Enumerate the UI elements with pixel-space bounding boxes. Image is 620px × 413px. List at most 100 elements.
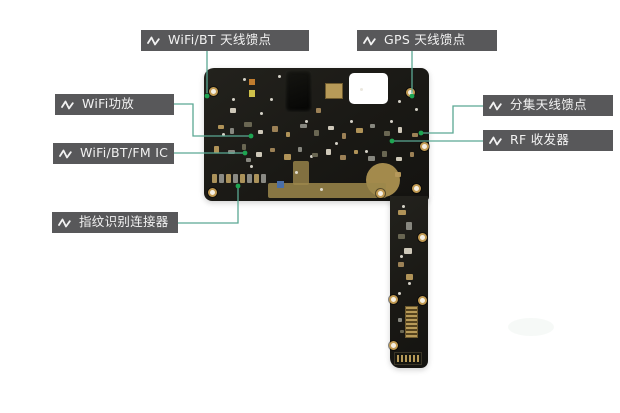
yellow-component <box>249 90 255 97</box>
callout-rf-transceiver: RF 收发器 <box>483 130 613 151</box>
smd-component <box>228 150 235 154</box>
btb-connector <box>325 83 343 99</box>
silkscreen-dot <box>400 255 403 258</box>
callout-wifi-bt-fm-ic: WiFi/BT/FM IC <box>53 143 174 164</box>
capacitor <box>226 174 231 183</box>
smd-component <box>230 108 236 113</box>
silkscreen-dot <box>270 98 273 101</box>
silkscreen-dot <box>260 112 263 115</box>
silkscreen-dot <box>415 108 418 111</box>
smd-component <box>300 124 307 128</box>
silkscreen-dot <box>320 188 323 191</box>
callout-text: 指纹识别连接器 <box>79 214 169 230</box>
smd-component <box>406 222 412 230</box>
waveform-icon <box>61 99 75 111</box>
smd-component <box>398 127 402 133</box>
smd-component <box>316 108 321 113</box>
screw-hole <box>405 87 415 97</box>
smd-component <box>242 144 246 150</box>
capacitor <box>254 174 259 183</box>
smd-component <box>258 130 263 134</box>
smd-component <box>398 210 406 215</box>
capacitor <box>219 174 224 183</box>
capacitor <box>247 174 252 183</box>
smd-component <box>398 318 402 322</box>
bottom-connector-pins <box>397 355 419 362</box>
smd-component <box>230 128 234 134</box>
smd-component <box>370 124 375 128</box>
smd-component <box>314 130 319 136</box>
callout-text: 分集天线馈点 <box>510 97 587 113</box>
smd-component <box>410 152 414 157</box>
screw-hole <box>388 340 398 350</box>
silkscreen-dot <box>350 120 353 123</box>
silkscreen-dot <box>360 88 363 91</box>
smd-component <box>382 151 387 157</box>
silkscreen-dot <box>250 165 253 168</box>
silkscreen-dot <box>232 98 235 101</box>
silkscreen-dot <box>243 78 246 81</box>
waveform-icon <box>147 35 161 47</box>
smd-component <box>395 172 401 177</box>
silkscreen-dot <box>278 75 281 78</box>
silkscreen-dot <box>365 150 368 153</box>
smd-component <box>398 262 404 267</box>
capacitor <box>240 174 245 183</box>
photo-smudge <box>508 318 554 336</box>
smd-component <box>272 126 278 132</box>
orange-component <box>249 79 255 85</box>
smd-component <box>404 248 412 254</box>
silkscreen-dot <box>408 282 411 285</box>
waveform-icon <box>363 35 377 47</box>
silkscreen-dot <box>222 133 225 136</box>
callout-text: RF 收发器 <box>510 132 570 148</box>
smd-component <box>214 146 219 153</box>
silkscreen-dot <box>402 205 405 208</box>
smd-component <box>406 274 413 280</box>
smd-component <box>286 132 290 137</box>
smd-component <box>398 234 405 239</box>
silkscreen-dot <box>305 120 308 123</box>
callout-text: WiFi/BT 天线馈点 <box>168 32 272 48</box>
smd-component <box>256 152 262 157</box>
gold-trace-vertical <box>293 161 309 185</box>
smd-component <box>284 154 291 160</box>
callout-wifi-pa: WiFi功放 <box>55 94 174 115</box>
smd-component <box>328 126 334 130</box>
screw-hole <box>207 187 217 197</box>
callout-line-diversity-antenna-feed <box>423 105 483 134</box>
screw-hole <box>417 232 427 242</box>
waveform-icon <box>489 100 503 112</box>
smd-component <box>356 128 363 133</box>
capacitor <box>261 174 266 183</box>
smd-component <box>368 156 375 161</box>
smd-component <box>218 125 224 129</box>
screw-hole <box>388 294 398 304</box>
silkscreen-dot <box>398 100 401 103</box>
callout-wifi-bt-antenna-feed: WiFi/BT 天线馈点 <box>141 30 309 51</box>
smd-component <box>412 133 418 137</box>
screw-hole <box>411 183 421 193</box>
smd-component <box>312 153 318 157</box>
screw-hole <box>208 86 218 96</box>
smd-component <box>326 149 331 155</box>
screw-hole <box>375 188 385 198</box>
blue-component <box>277 181 284 188</box>
callout-fingerprint-connector: 指纹识别连接器 <box>52 212 178 233</box>
board-cutout <box>349 73 388 104</box>
silkscreen-dot <box>310 155 313 158</box>
waveform-icon <box>489 135 503 147</box>
flex-connector-strip <box>405 306 418 338</box>
silkscreen-dot <box>390 120 393 123</box>
screw-hole <box>417 295 427 305</box>
smd-component <box>246 158 251 162</box>
silkscreen-dot <box>398 292 401 295</box>
smd-component <box>298 147 302 152</box>
callout-text: WiFi功放 <box>82 96 135 112</box>
callout-diversity-antenna-feed: 分集天线馈点 <box>483 95 613 116</box>
smd-component <box>354 150 358 154</box>
smd-component <box>384 131 390 136</box>
screw-hole <box>419 141 429 151</box>
